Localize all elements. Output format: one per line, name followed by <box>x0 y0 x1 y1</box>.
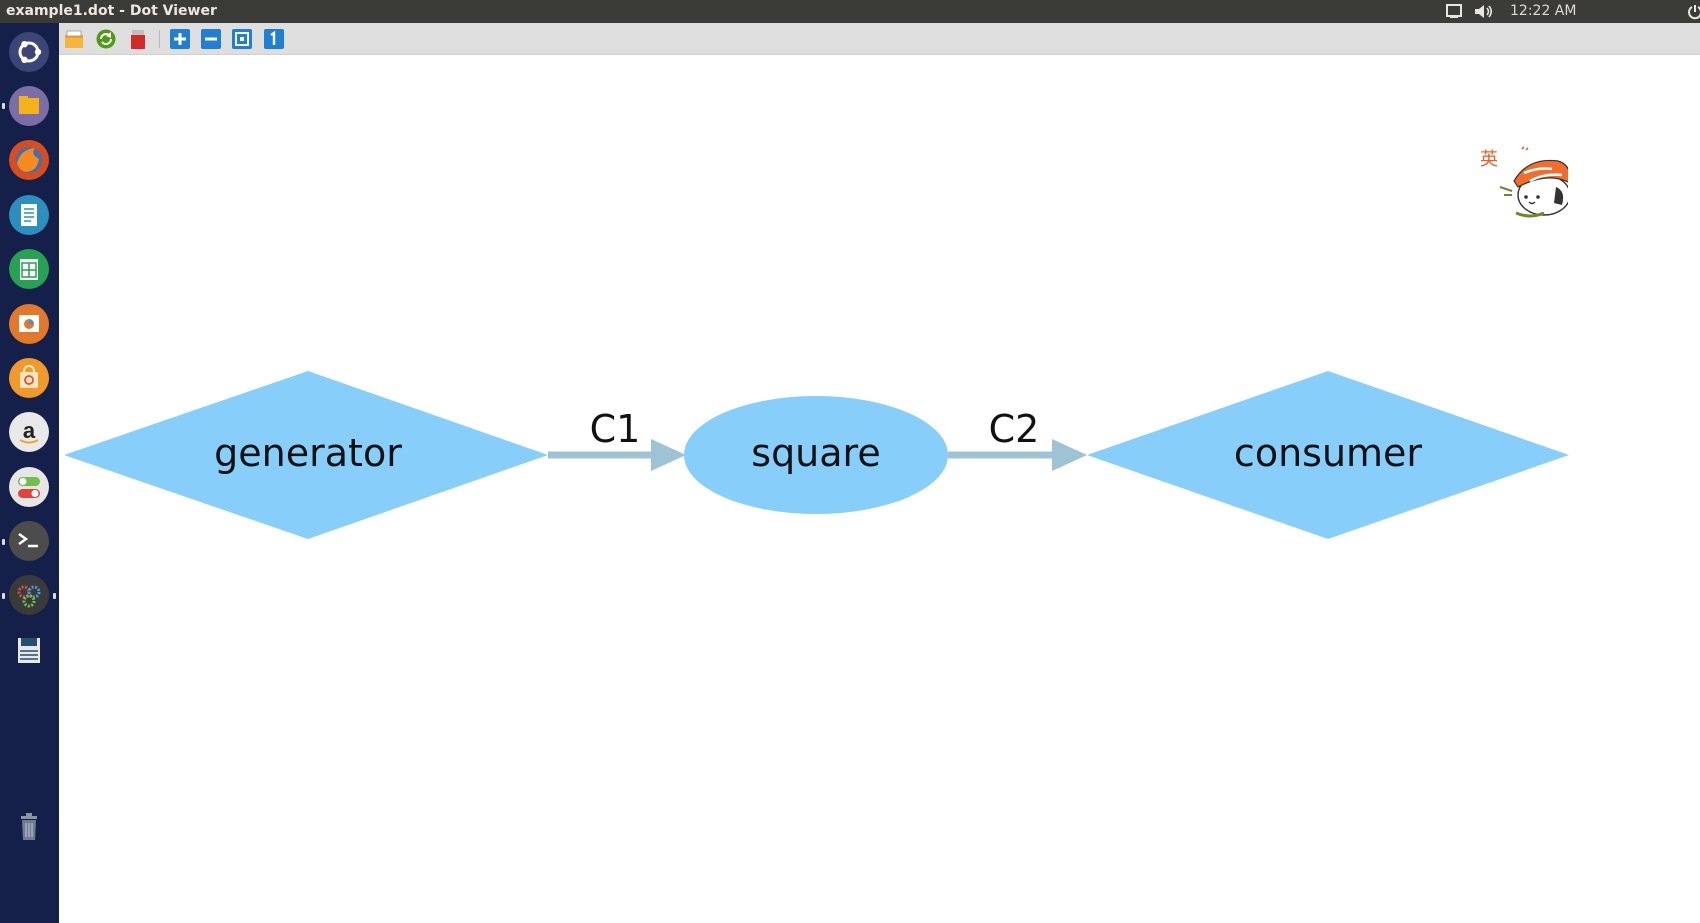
ubuntu-dash-icon[interactable] <box>8 31 50 73</box>
power-icon[interactable] <box>1688 3 1700 20</box>
disk-save-icon[interactable] <box>8 629 50 671</box>
calc-icon[interactable] <box>8 248 50 290</box>
top-panel: example1.dot - Dot Viewer 12:22 AM <box>0 0 1700 23</box>
volume-icon[interactable] <box>1473 3 1495 20</box>
zoom-out-icon[interactable] <box>200 28 222 50</box>
clock[interactable]: 12:22 AM <box>1510 3 1577 19</box>
terminal-icon[interactable] <box>8 520 50 562</box>
launcher: a <box>0 23 59 923</box>
reload-icon[interactable] <box>95 28 117 50</box>
node-generator[interactable]: generator <box>64 371 548 539</box>
sushi-mascot-icon: 英 <box>1480 146 1568 218</box>
graph-canvas[interactable]: C1 C2 generator square consumer <box>59 55 1700 923</box>
network-icon[interactable] <box>1445 3 1463 20</box>
print-icon[interactable] <box>127 28 149 50</box>
zoom-fit-icon[interactable] <box>231 28 253 50</box>
software-center-icon[interactable] <box>8 357 50 399</box>
zoom-in-icon[interactable] <box>169 28 191 50</box>
zoom-100-icon[interactable] <box>263 28 285 50</box>
open-icon[interactable] <box>63 28 85 50</box>
running-indicator <box>2 593 5 599</box>
files-icon[interactable] <box>8 85 50 127</box>
running-indicator <box>2 539 5 545</box>
focused-indicator <box>53 593 56 599</box>
svg-text:a: a <box>23 418 36 443</box>
system-settings-toggle-icon[interactable] <box>8 466 50 508</box>
window-title: example1.dot - Dot Viewer <box>6 3 217 19</box>
node-label-generator: generator <box>214 431 402 475</box>
edge-label-c1: C1 <box>590 407 641 451</box>
writer-icon[interactable] <box>8 194 50 236</box>
node-label-square: square <box>751 431 880 475</box>
node-consumer[interactable]: consumer <box>1087 371 1569 539</box>
mascot-character: 英 <box>1480 149 1498 170</box>
firefox-icon[interactable] <box>8 139 50 181</box>
graph-drawing: C1 C2 generator square consumer <box>64 371 1569 539</box>
edge-c2[interactable]: C2 <box>948 407 1087 471</box>
trash-icon[interactable] <box>8 805 50 847</box>
system-tools-icon[interactable] <box>8 574 50 616</box>
amazon-icon[interactable]: a <box>8 411 50 453</box>
toolbar-separator <box>159 30 160 48</box>
node-label-consumer: consumer <box>1234 431 1423 475</box>
running-indicator <box>2 103 5 109</box>
node-square[interactable]: square <box>684 396 948 514</box>
impress-icon[interactable] <box>8 303 50 345</box>
toolbar <box>59 23 1700 55</box>
edge-label-c2: C2 <box>989 407 1040 451</box>
edge-c1[interactable]: C1 <box>548 407 686 471</box>
